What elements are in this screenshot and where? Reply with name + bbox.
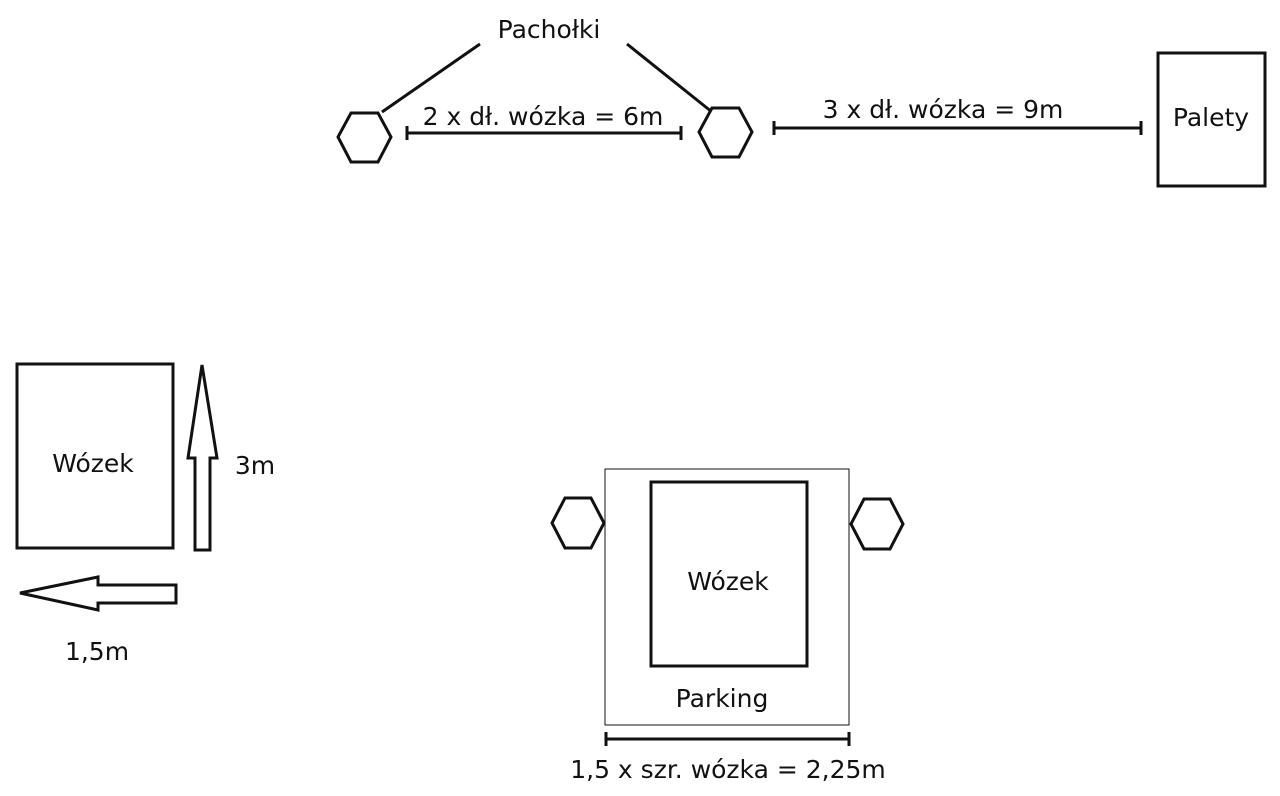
parking-area xyxy=(604,468,850,726)
cone-1-hexagon-icon xyxy=(336,111,393,164)
pallets-label: Palety xyxy=(1173,103,1249,132)
cones-distance-dimension xyxy=(405,126,683,140)
cart-left-box xyxy=(15,362,175,550)
pallets-distance-label: 3 x dł. wózka = 9m xyxy=(823,95,1064,124)
move-forward-label: 3m xyxy=(235,451,275,480)
arrow-up-icon xyxy=(186,364,219,552)
pallets-distance-dimension xyxy=(772,121,1143,135)
cone-2-hexagon-icon xyxy=(697,106,754,159)
pallets-box xyxy=(1156,51,1267,188)
parking-cone-right-hexagon-icon xyxy=(849,497,905,551)
cart-parking-label: Wózek xyxy=(687,567,769,596)
parking-cone-left-hexagon-icon xyxy=(550,496,606,550)
move-left-label: 1,5m xyxy=(65,637,129,666)
cones-pointer-right xyxy=(626,42,713,114)
parking-width-label: 1,5 x szr. wózka = 2,25m xyxy=(570,755,886,784)
cart-left-label: Wózek xyxy=(52,449,134,478)
cones-label: Pachołki xyxy=(498,15,601,44)
parking-width-dimension xyxy=(604,732,851,746)
cones-distance-label: 2 x dł. wózka = 6m xyxy=(423,102,664,131)
cones-pointer-left xyxy=(381,42,481,114)
parking-label: Parking xyxy=(676,684,769,713)
arrow-left-icon xyxy=(19,575,178,612)
cart-parking-box xyxy=(649,480,809,668)
